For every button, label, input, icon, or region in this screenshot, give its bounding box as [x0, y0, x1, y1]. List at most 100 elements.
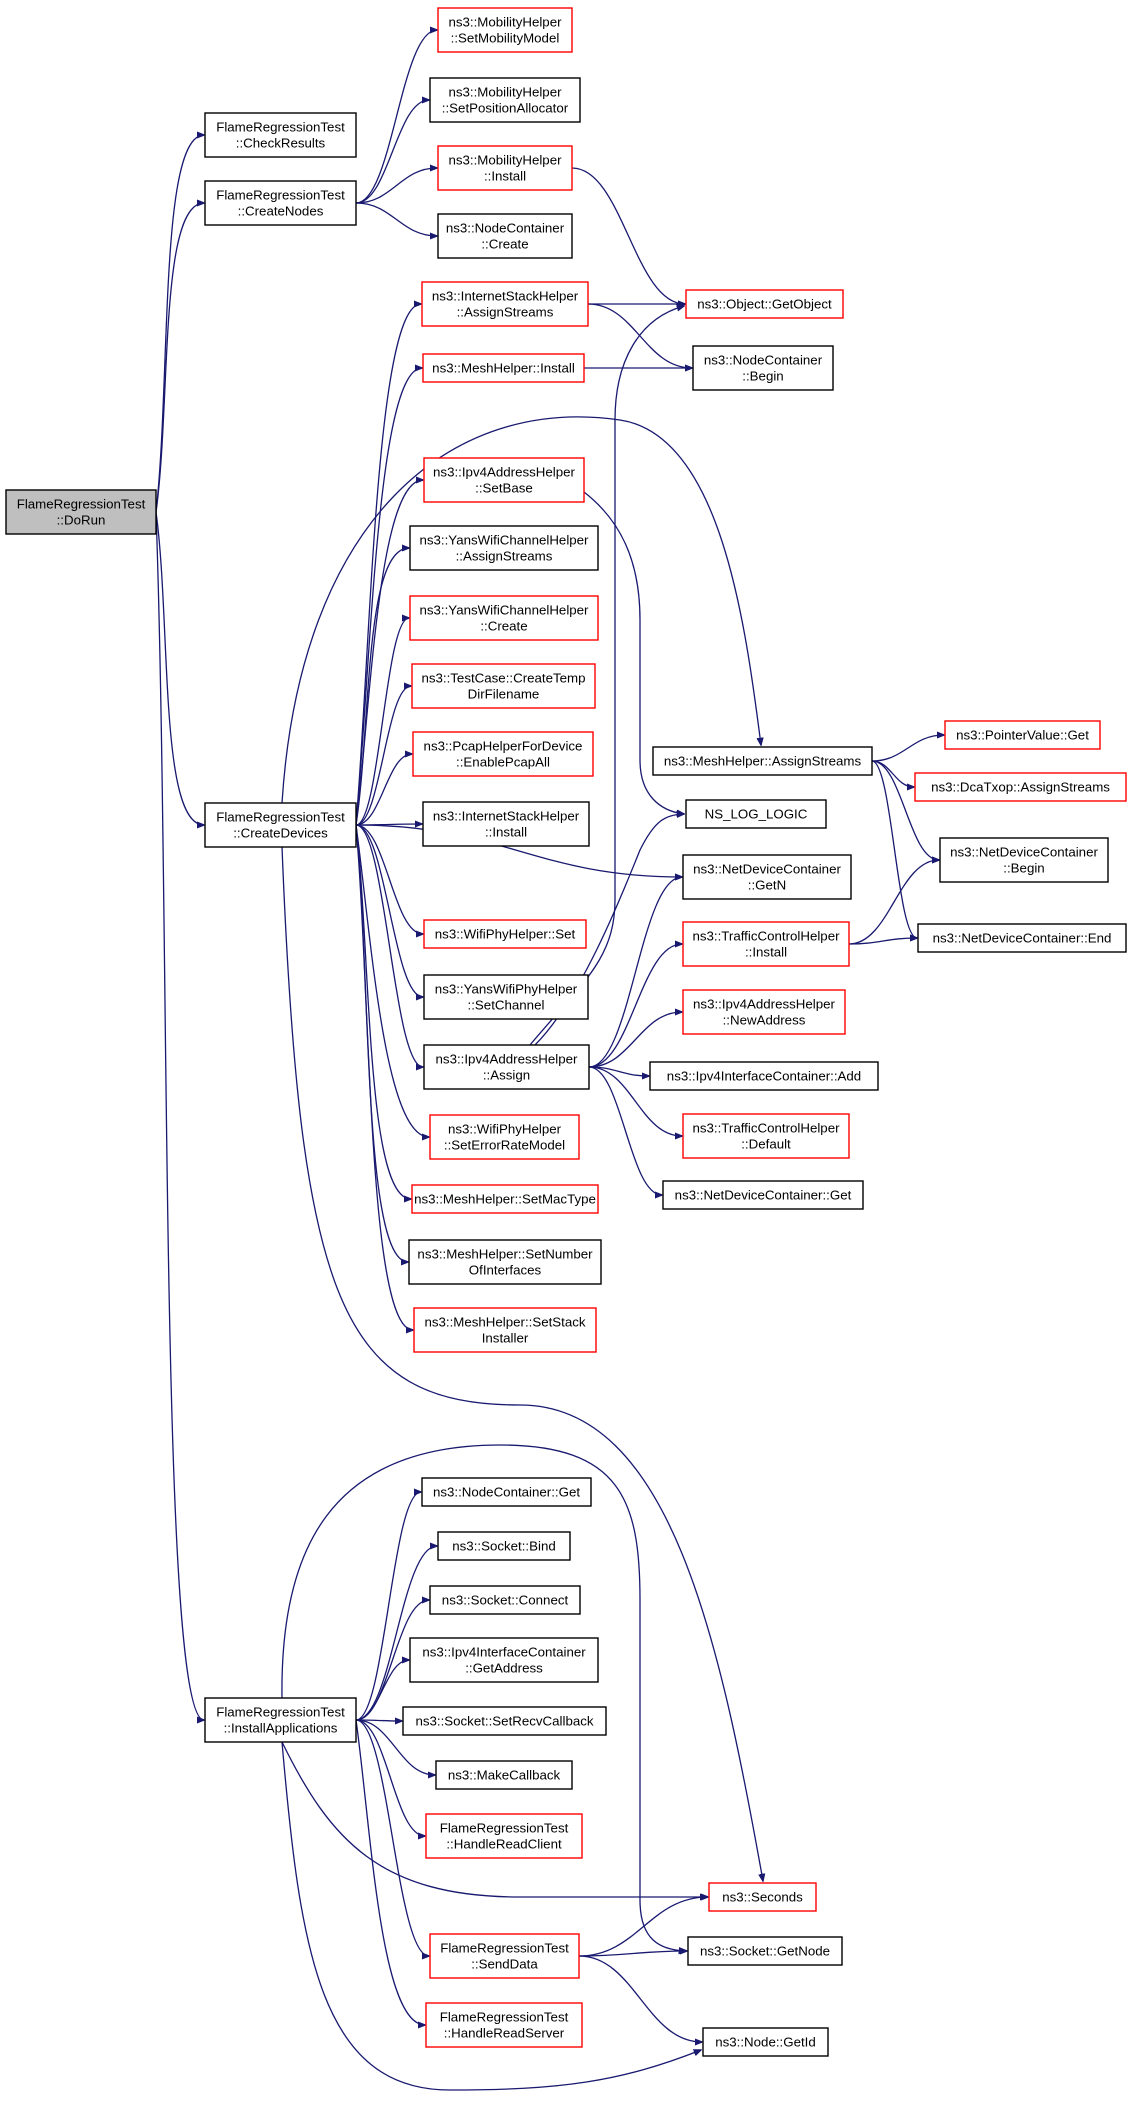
- node-label-createdevices-0: FlameRegressionTest: [216, 810, 345, 825]
- node-mob_install[interactable]: ns3::MobilityHelper::Install: [437, 145, 573, 191]
- node-label-seconds-0: ns3::Seconds: [722, 1890, 803, 1905]
- node-label-ish_install-1: ::Install: [485, 825, 527, 840]
- node-ndc_get[interactable]: ns3::NetDeviceContainer::Get: [662, 1180, 864, 1210]
- node-handlereadclient[interactable]: FlameRegressionTest::HandleReadClient: [425, 1813, 583, 1859]
- edge-ipv4ah_assign-to-tch_default: [588, 1066, 682, 1136]
- node-box-tch_install: [682, 921, 850, 967]
- node-node_getid[interactable]: ns3::Node::GetId: [702, 2027, 829, 2057]
- node-seconds[interactable]: ns3::Seconds: [708, 1882, 817, 1912]
- node-ipv4ah_newaddr[interactable]: ns3::Ipv4AddressHelper::NewAddress: [682, 989, 846, 1035]
- node-handlereadserver[interactable]: FlameRegressionTest::HandleReadServer: [425, 2002, 583, 2048]
- node-makecallback[interactable]: ns3::MakeCallback: [435, 1760, 573, 1790]
- edge-ipv4ah_assign-to-ndc_get: [588, 1066, 662, 1195]
- node-nc_get[interactable]: ns3::NodeContainer::Get: [421, 1477, 592, 1507]
- node-box-ywch_create: [409, 595, 599, 641]
- node-box-checkresults: [204, 112, 357, 158]
- edge-createnodes-to-mob_install: [355, 168, 437, 204]
- node-label-ndc_getn-1: ::GetN: [748, 878, 786, 893]
- node-box-mesh_setnumif: [408, 1239, 602, 1285]
- node-dorun[interactable]: FlameRegressionTest::DoRun: [5, 489, 157, 535]
- node-ndc_getn[interactable]: ns3::NetDeviceContainer::GetN: [682, 854, 852, 900]
- node-label-tch_default-1: ::Default: [741, 1137, 791, 1152]
- node-ndc_begin[interactable]: ns3::NetDeviceContainer::Begin: [939, 837, 1109, 883]
- edge-installapps-to-nc_get: [355, 1492, 421, 1721]
- node-mesh_setmactype[interactable]: ns3::MeshHelper::SetMacType: [411, 1184, 599, 1214]
- node-object_getobject[interactable]: ns3::Object::GetObject: [685, 289, 844, 319]
- node-box-handlereadserver: [425, 2002, 583, 2048]
- node-ipv4ic_getaddr[interactable]: ns3::Ipv4InterfaceContainer::GetAddress: [409, 1637, 599, 1683]
- edge-createnodes-to-mob_setpos: [355, 100, 429, 204]
- node-ywch_assignstreams[interactable]: ns3::YansWifiChannelHelper::AssignStream…: [409, 525, 599, 571]
- node-ipv4ah_setbase[interactable]: ns3::Ipv4AddressHelper::SetBase: [423, 457, 585, 503]
- node-label-mesh_assignstreams-0: ns3::MeshHelper::AssignStreams: [664, 754, 862, 769]
- node-label-ipv4ic_add-0: ns3::Ipv4InterfaceContainer::Add: [667, 1069, 861, 1084]
- node-label-node_getid-0: ns3::Node::GetId: [715, 2035, 816, 2050]
- node-mesh_assignstreams[interactable]: ns3::MeshHelper::AssignStreams: [652, 746, 873, 776]
- node-ipv4ic_add[interactable]: ns3::Ipv4InterfaceContainer::Add: [649, 1061, 879, 1091]
- node-label-ndc_get-0: ns3::NetDeviceContainer::Get: [675, 1188, 852, 1203]
- node-dcatxop_assign[interactable]: ns3::DcaTxop::AssignStreams: [914, 772, 1127, 802]
- node-socket_getnode[interactable]: ns3::Socket::GetNode: [687, 1936, 843, 1966]
- node-label-ns_log_logic-0: NS_LOG_LOGIC: [705, 807, 808, 822]
- node-label-ipv4ah_setbase-1: ::SetBase: [475, 481, 533, 496]
- node-box-socket_connect: [429, 1585, 581, 1615]
- node-label-nc_create-1: ::Create: [481, 237, 528, 252]
- node-mob_setpos[interactable]: ns3::MobilityHelper::SetPositionAllocato…: [429, 77, 581, 123]
- node-ish_assignstreams[interactable]: ns3::InternetStackHelper::AssignStreams: [421, 281, 589, 327]
- node-box-wifiphy_set: [423, 919, 587, 949]
- edge-createdevices-to-wifiphy_set: [355, 824, 423, 934]
- node-box-nc_get: [421, 1477, 592, 1507]
- node-tch_install[interactable]: ns3::TrafficControlHelper::Install: [682, 921, 850, 967]
- edge-ish_assignstreams-to-nc_begin: [587, 303, 692, 368]
- node-mob_setmodel[interactable]: ns3::MobilityHelper::SetMobilityModel: [437, 7, 573, 53]
- node-label-installapps-0: FlameRegressionTest: [216, 1705, 345, 1720]
- node-label-handlereadserver-1: ::HandleReadServer: [444, 2026, 565, 2041]
- node-mesh_install[interactable]: ns3::MeshHelper::Install: [422, 353, 585, 383]
- node-label-ipv4ah_setbase-0: ns3::Ipv4AddressHelper: [433, 465, 575, 480]
- node-box-tc_createtemp: [411, 663, 596, 709]
- node-wifiphy_seterr[interactable]: ns3::WifiPhyHelper::SetErrorRateModel: [429, 1114, 580, 1160]
- node-label-ipv4ic_getaddr-0: ns3::Ipv4InterfaceContainer: [422, 1645, 586, 1660]
- node-label-tch_default-0: ns3::TrafficControlHelper: [692, 1121, 840, 1136]
- node-createnodes[interactable]: FlameRegressionTest::CreateNodes: [204, 180, 357, 226]
- node-box-socket_bind: [437, 1531, 571, 1561]
- node-label-mob_setpos-1: ::SetPositionAllocator: [442, 101, 569, 116]
- node-ns_log_logic[interactable]: NS_LOG_LOGIC: [685, 799, 827, 829]
- node-label-handlereadserver-0: FlameRegressionTest: [440, 2010, 569, 2025]
- node-socket_setrecv[interactable]: ns3::Socket::SetRecvCallback: [402, 1706, 607, 1736]
- edge-ipv4ah_assign-to-ipv4ah_newaddr: [588, 1012, 682, 1068]
- node-label-handlereadclient-0: FlameRegressionTest: [440, 1821, 569, 1836]
- node-nc_begin[interactable]: ns3::NodeContainer::Begin: [692, 345, 834, 391]
- node-pointervalue_get[interactable]: ns3::PointerValue::Get: [944, 720, 1101, 750]
- node-socket_bind[interactable]: ns3::Socket::Bind: [437, 1531, 571, 1561]
- node-createdevices[interactable]: FlameRegressionTest::CreateDevices: [204, 802, 357, 848]
- node-wifiphy_set[interactable]: ns3::WifiPhyHelper::Set: [423, 919, 587, 949]
- node-label-dorun-1: ::DoRun: [57, 513, 106, 528]
- node-checkresults[interactable]: FlameRegressionTest::CheckResults: [204, 112, 357, 158]
- node-ish_install[interactable]: ns3::InternetStackHelper::Install: [422, 801, 590, 847]
- node-ndc_end[interactable]: ns3::NetDeviceContainer::End: [917, 923, 1127, 953]
- node-label-createdevices-1: ::CreateDevices: [233, 826, 328, 841]
- node-ipv4ah_assign[interactable]: ns3::Ipv4AddressHelper::Assign: [423, 1044, 590, 1090]
- edge-createdevices-to-ish_assignstreams: [355, 304, 421, 826]
- node-ywph_setchannel[interactable]: ns3::YansWifiPhyHelper::SetChannel: [423, 974, 589, 1020]
- node-senddata[interactable]: FlameRegressionTest::SendData: [429, 1933, 580, 1979]
- node-label-checkresults-0: FlameRegressionTest: [216, 120, 345, 135]
- node-box-handlereadclient: [425, 1813, 583, 1859]
- node-tch_default[interactable]: ns3::TrafficControlHelper::Default: [682, 1113, 850, 1159]
- node-label-makecallback-0: ns3::MakeCallback: [448, 1768, 561, 1783]
- edge-mesh_assignstreams-to-pointervalue_get: [871, 735, 944, 762]
- node-socket_connect[interactable]: ns3::Socket::Connect: [429, 1585, 581, 1615]
- edge-dorun-to-createnodes: [155, 203, 204, 513]
- node-ywch_create[interactable]: ns3::YansWifiChannelHelper::Create: [409, 595, 599, 641]
- node-installapps[interactable]: FlameRegressionTest::InstallApplications: [204, 1697, 357, 1743]
- edge-dorun-to-createdevices: [155, 511, 204, 825]
- node-pcap_enableall[interactable]: ns3::PcapHelperForDevice::EnablePcapAll: [412, 731, 594, 777]
- node-label-ywch_create-1: ::Create: [480, 619, 527, 634]
- node-nc_create[interactable]: ns3::NodeContainer::Create: [437, 213, 573, 259]
- edge-createnodes-to-mob_setmodel: [355, 30, 437, 204]
- node-label-ywch_create-0: ns3::YansWifiChannelHelper: [419, 603, 589, 618]
